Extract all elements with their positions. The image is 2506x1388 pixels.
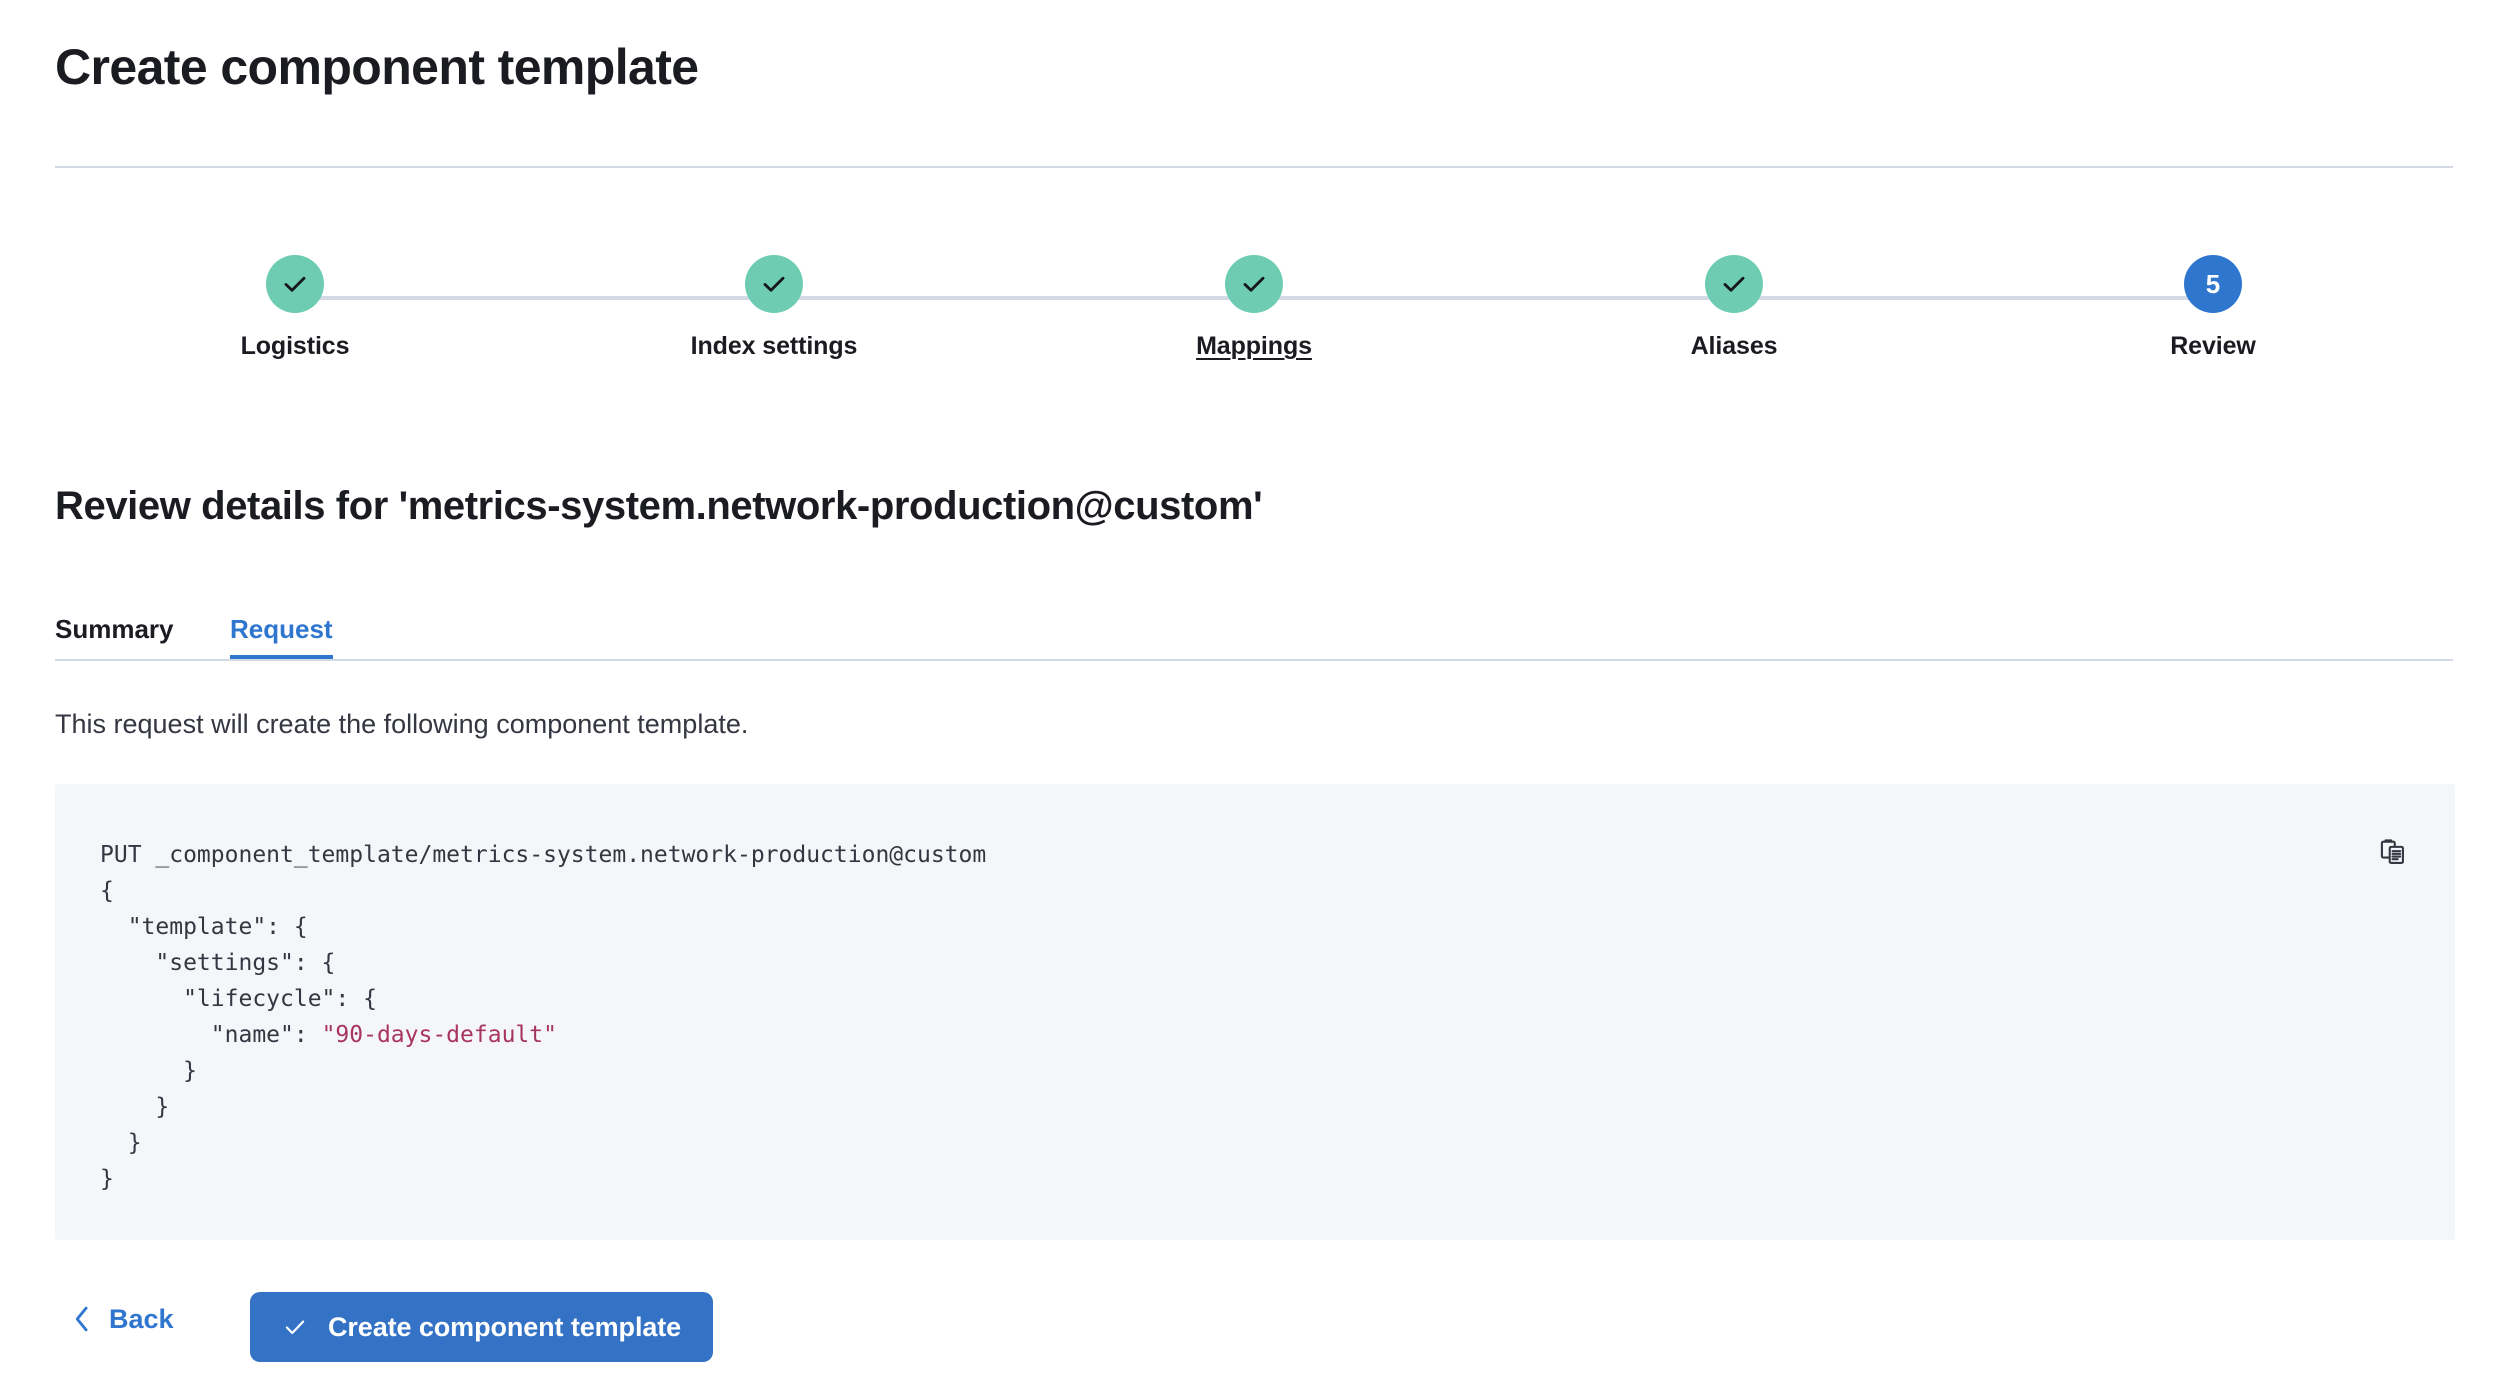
tab-summary[interactable]: Summary xyxy=(55,598,174,660)
stepper-step-mappings[interactable]: Mappings xyxy=(1074,255,1434,361)
tabs-divider xyxy=(55,659,2453,661)
clipboard-copy-icon[interactable] xyxy=(2371,830,2415,874)
request-description: This request will create the following c… xyxy=(55,709,749,739)
step-circle-index-settings[interactable] xyxy=(745,255,803,313)
step-circle-review[interactable]: 5 xyxy=(2184,255,2242,313)
stepper-step-index-settings[interactable]: Index settings xyxy=(594,255,954,361)
check-icon xyxy=(1243,276,1265,292)
back-button-label: Back xyxy=(109,1304,174,1334)
back-button[interactable]: Back xyxy=(71,1302,174,1336)
step-circle-mappings[interactable] xyxy=(1225,255,1283,313)
step-connector xyxy=(1734,296,2213,300)
step-number: 5 xyxy=(2205,269,2221,299)
review-tabs: Summary Request xyxy=(55,598,2453,660)
create-component-template-button-label: Create component template xyxy=(328,1311,682,1342)
request-code-block: PUT _component_template/metrics-system.n… xyxy=(55,784,2455,1240)
stepper-step-logistics[interactable]: Logistics xyxy=(115,255,475,361)
clipboard-copy-icon-glyph xyxy=(2380,839,2404,865)
step-connector xyxy=(774,296,1254,300)
check-icon xyxy=(1723,276,1745,292)
step-label[interactable]: Index settings xyxy=(690,332,858,360)
header-divider xyxy=(55,166,2453,168)
check-icon xyxy=(284,276,306,292)
chevron-left-icon xyxy=(75,1306,88,1332)
stepper-step-aliases[interactable]: Aliases xyxy=(1554,255,1914,361)
page-title: Create component template xyxy=(55,39,699,95)
step-label[interactable]: Aliases xyxy=(1690,332,1778,360)
step-label[interactable]: Review xyxy=(2170,332,2256,360)
check-icon xyxy=(763,276,785,292)
create-component-template-button[interactable]: Create component template xyxy=(250,1292,714,1362)
step-label[interactable]: Mappings xyxy=(1196,332,1312,360)
review-details-heading: Review details for 'metrics-system.netwo… xyxy=(55,484,1263,528)
tab-request[interactable]: Request xyxy=(230,598,333,660)
step-connector xyxy=(295,296,774,300)
step-circle-logistics[interactable] xyxy=(266,255,324,313)
check-icon xyxy=(285,1320,305,1335)
step-label[interactable]: Logistics xyxy=(240,332,350,360)
step-connector xyxy=(1254,296,1734,300)
step-circle-aliases[interactable] xyxy=(1705,255,1763,313)
request-code-text: PUT _component_template/metrics-system.n… xyxy=(100,842,987,1192)
code-string-value: "90-days-default" xyxy=(321,1022,557,1048)
